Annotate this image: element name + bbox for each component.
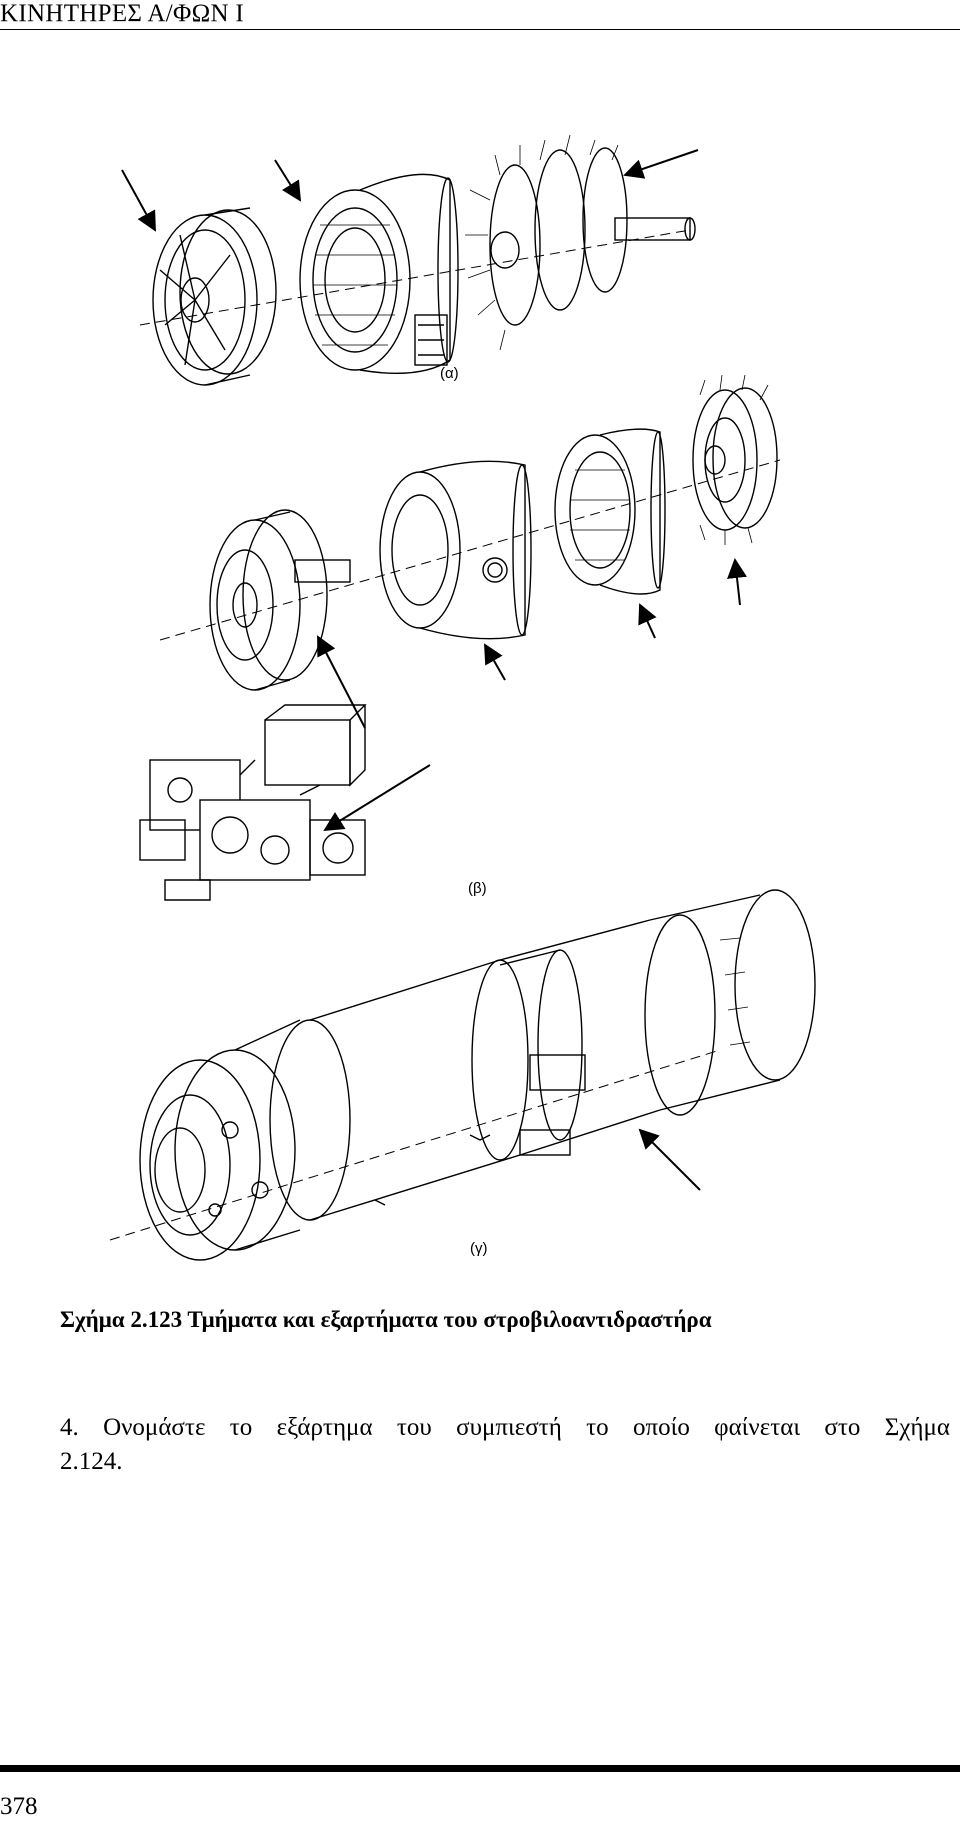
question-word: στο <box>824 1414 861 1441</box>
turbine-rotor-part <box>692 374 778 545</box>
footer-rule <box>0 1765 960 1772</box>
question-word: Ονομάστε <box>103 1414 206 1441</box>
compressor-stator-part <box>299 173 459 374</box>
question-4: 4. Ονομάστε το εξάρτημα του συμπιεστή το… <box>60 1411 950 1479</box>
question-word: Σχήμα <box>884 1414 950 1441</box>
question-word: εξάρτημα <box>276 1414 373 1441</box>
engine-components-figure: (α) (β) (γ) <box>0 60 960 1310</box>
figure-caption: Σχήμα 2.123 Τμήματα και εξαρτήματα του σ… <box>60 1307 712 1332</box>
subfigure-label-c: (γ) <box>470 1240 488 1257</box>
fan-inlet-part <box>152 207 277 386</box>
combustion-diffuser-part <box>209 509 351 691</box>
question-word: οποίο <box>632 1414 690 1441</box>
subfigure-label-b: (β) <box>468 880 487 897</box>
assembled-engine-part <box>139 889 816 1261</box>
combustion-chamber-part <box>379 460 532 640</box>
question-word: το <box>586 1414 609 1441</box>
header-rule <box>0 29 960 30</box>
turbine-nozzle-part <box>554 428 666 595</box>
question-word: συμπιεστή <box>456 1414 562 1441</box>
compressor-rotor-part <box>465 134 696 351</box>
question-word: του <box>396 1414 432 1441</box>
accessory-gearbox-part <box>139 704 367 901</box>
question-number: 4. <box>60 1414 79 1441</box>
question-line-1: 4. Ονομάστε το εξάρτημα του συμπιεστή το… <box>60 1411 950 1445</box>
question-word: φαίνεται <box>714 1414 801 1441</box>
pointer-arrows <box>121 149 747 1191</box>
question-line-2: 2.124. <box>60 1448 123 1475</box>
page-number: 378 <box>0 1793 38 1820</box>
subfigure-label-a: (α) <box>440 365 459 382</box>
question-word: το <box>229 1414 253 1441</box>
header-title: ΚΙΝΗΤΗΡΕΣ Α/ΦΩΝ Ι <box>0 0 244 27</box>
engine-illustration <box>109 134 816 1261</box>
